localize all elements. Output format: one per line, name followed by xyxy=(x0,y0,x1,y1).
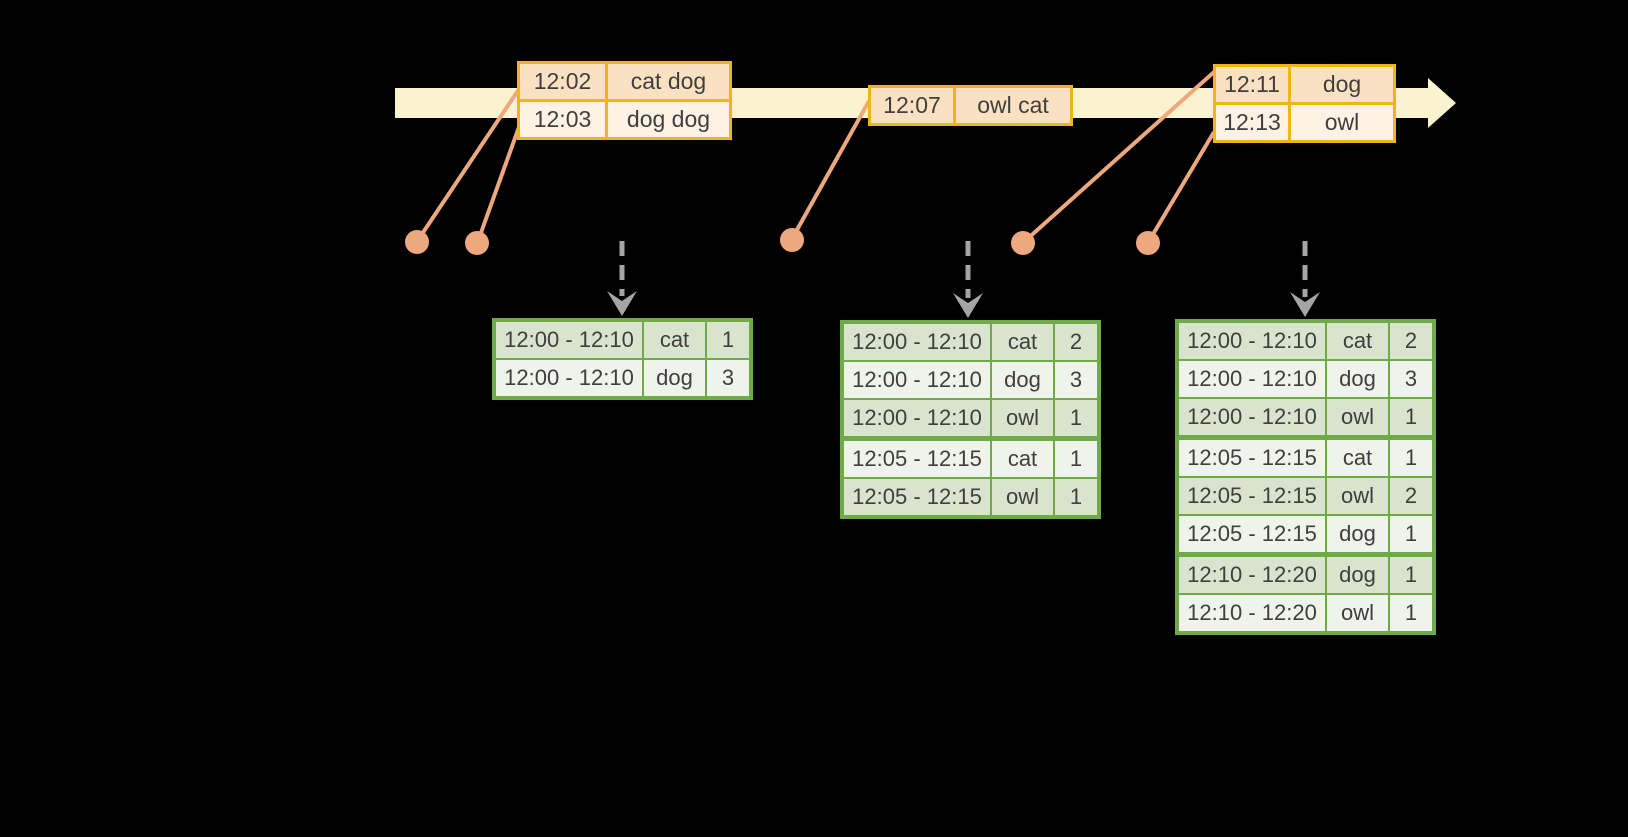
window-cell: 12:00 - 12:10 xyxy=(1179,361,1325,397)
count-cell: 1 xyxy=(1390,440,1432,476)
word-cell: cat xyxy=(1327,323,1388,359)
count-cell: 1 xyxy=(1390,595,1432,631)
window-cell: 12:05 - 12:15 xyxy=(1179,516,1325,552)
event-connector-line xyxy=(476,126,521,242)
window-cell: 12:05 - 12:15 xyxy=(1179,478,1325,514)
count-cell: 1 xyxy=(1055,479,1097,515)
window-cell: 12:00 - 12:10 xyxy=(844,400,990,436)
word-cell: cat xyxy=(644,322,705,358)
window-cell: 12:00 - 12:10 xyxy=(844,362,990,398)
trigger-arrowhead-icon xyxy=(607,291,637,316)
word-cell: dog xyxy=(1327,361,1388,397)
word-cell: dog xyxy=(992,362,1053,398)
word-cell: owl xyxy=(1327,399,1388,435)
count-cell: 2 xyxy=(1390,323,1432,359)
count-cell: 2 xyxy=(1390,478,1432,514)
window-cell: 12:05 - 12:15 xyxy=(1179,440,1325,476)
word-cell: owl xyxy=(992,479,1053,515)
count-cell: 3 xyxy=(1390,361,1432,397)
window-cell: 12:00 - 12:10 xyxy=(496,360,642,396)
word-cell: dog xyxy=(644,360,705,396)
count-cell: 1 xyxy=(707,322,749,358)
window-cell: 12:05 - 12:15 xyxy=(844,441,990,477)
window-cell: 12:05 - 12:15 xyxy=(844,479,990,515)
event-words-cell: cat dog xyxy=(608,64,729,99)
event-words-cell: dog dog xyxy=(608,102,729,137)
count-cell: 3 xyxy=(707,360,749,396)
window-cell: 12:10 - 12:20 xyxy=(1179,595,1325,631)
event-time-dot xyxy=(1136,231,1160,255)
count-cell: 2 xyxy=(1055,324,1097,360)
window-cell: 12:00 - 12:10 xyxy=(844,324,990,360)
count-cell: 1 xyxy=(1055,441,1097,477)
window-cell: 12:00 - 12:10 xyxy=(1179,323,1325,359)
event-time-dot xyxy=(405,230,429,254)
event-time-cell: 12:13 xyxy=(1216,105,1288,140)
trigger-arrowhead-icon xyxy=(953,293,983,318)
timeline-arrowhead-icon xyxy=(1428,78,1456,128)
event-time-cell: 12:03 xyxy=(520,102,605,137)
word-cell: owl xyxy=(1327,595,1388,631)
event-time-dot xyxy=(1011,231,1035,255)
word-cell: dog xyxy=(1327,516,1388,552)
window-cell: 12:00 - 12:10 xyxy=(1179,399,1325,435)
event-connector-line xyxy=(1023,70,1216,243)
count-cell: 1 xyxy=(1390,516,1432,552)
count-cell: 1 xyxy=(1390,557,1432,593)
event-time-cell: 12:11 xyxy=(1216,67,1288,102)
event-time-cell: 12:07 xyxy=(871,88,953,123)
count-cell: 3 xyxy=(1055,362,1097,398)
event-connector-line xyxy=(416,87,521,242)
word-cell: owl xyxy=(1327,478,1388,514)
window-cell: 12:00 - 12:10 xyxy=(496,322,642,358)
count-cell: 1 xyxy=(1390,399,1432,435)
event-words-cell: owl cat xyxy=(956,88,1070,123)
word-cell: cat xyxy=(1327,440,1388,476)
word-cell: dog xyxy=(1327,557,1388,593)
word-cell: owl xyxy=(992,400,1053,436)
count-cell: 1 xyxy=(1055,400,1097,436)
trigger-arrowhead-icon xyxy=(1290,292,1320,317)
event-time-dot xyxy=(465,231,489,255)
event-connector-line xyxy=(1147,130,1216,243)
word-cell: cat xyxy=(992,441,1053,477)
event-words-cell: owl xyxy=(1291,105,1393,140)
event-time-cell: 12:02 xyxy=(520,64,605,99)
event-words-cell: dog xyxy=(1291,67,1393,102)
window-cell: 12:10 - 12:20 xyxy=(1179,557,1325,593)
event-time-dot xyxy=(780,228,804,252)
event-connector-line xyxy=(791,100,871,238)
word-cell: cat xyxy=(992,324,1053,360)
